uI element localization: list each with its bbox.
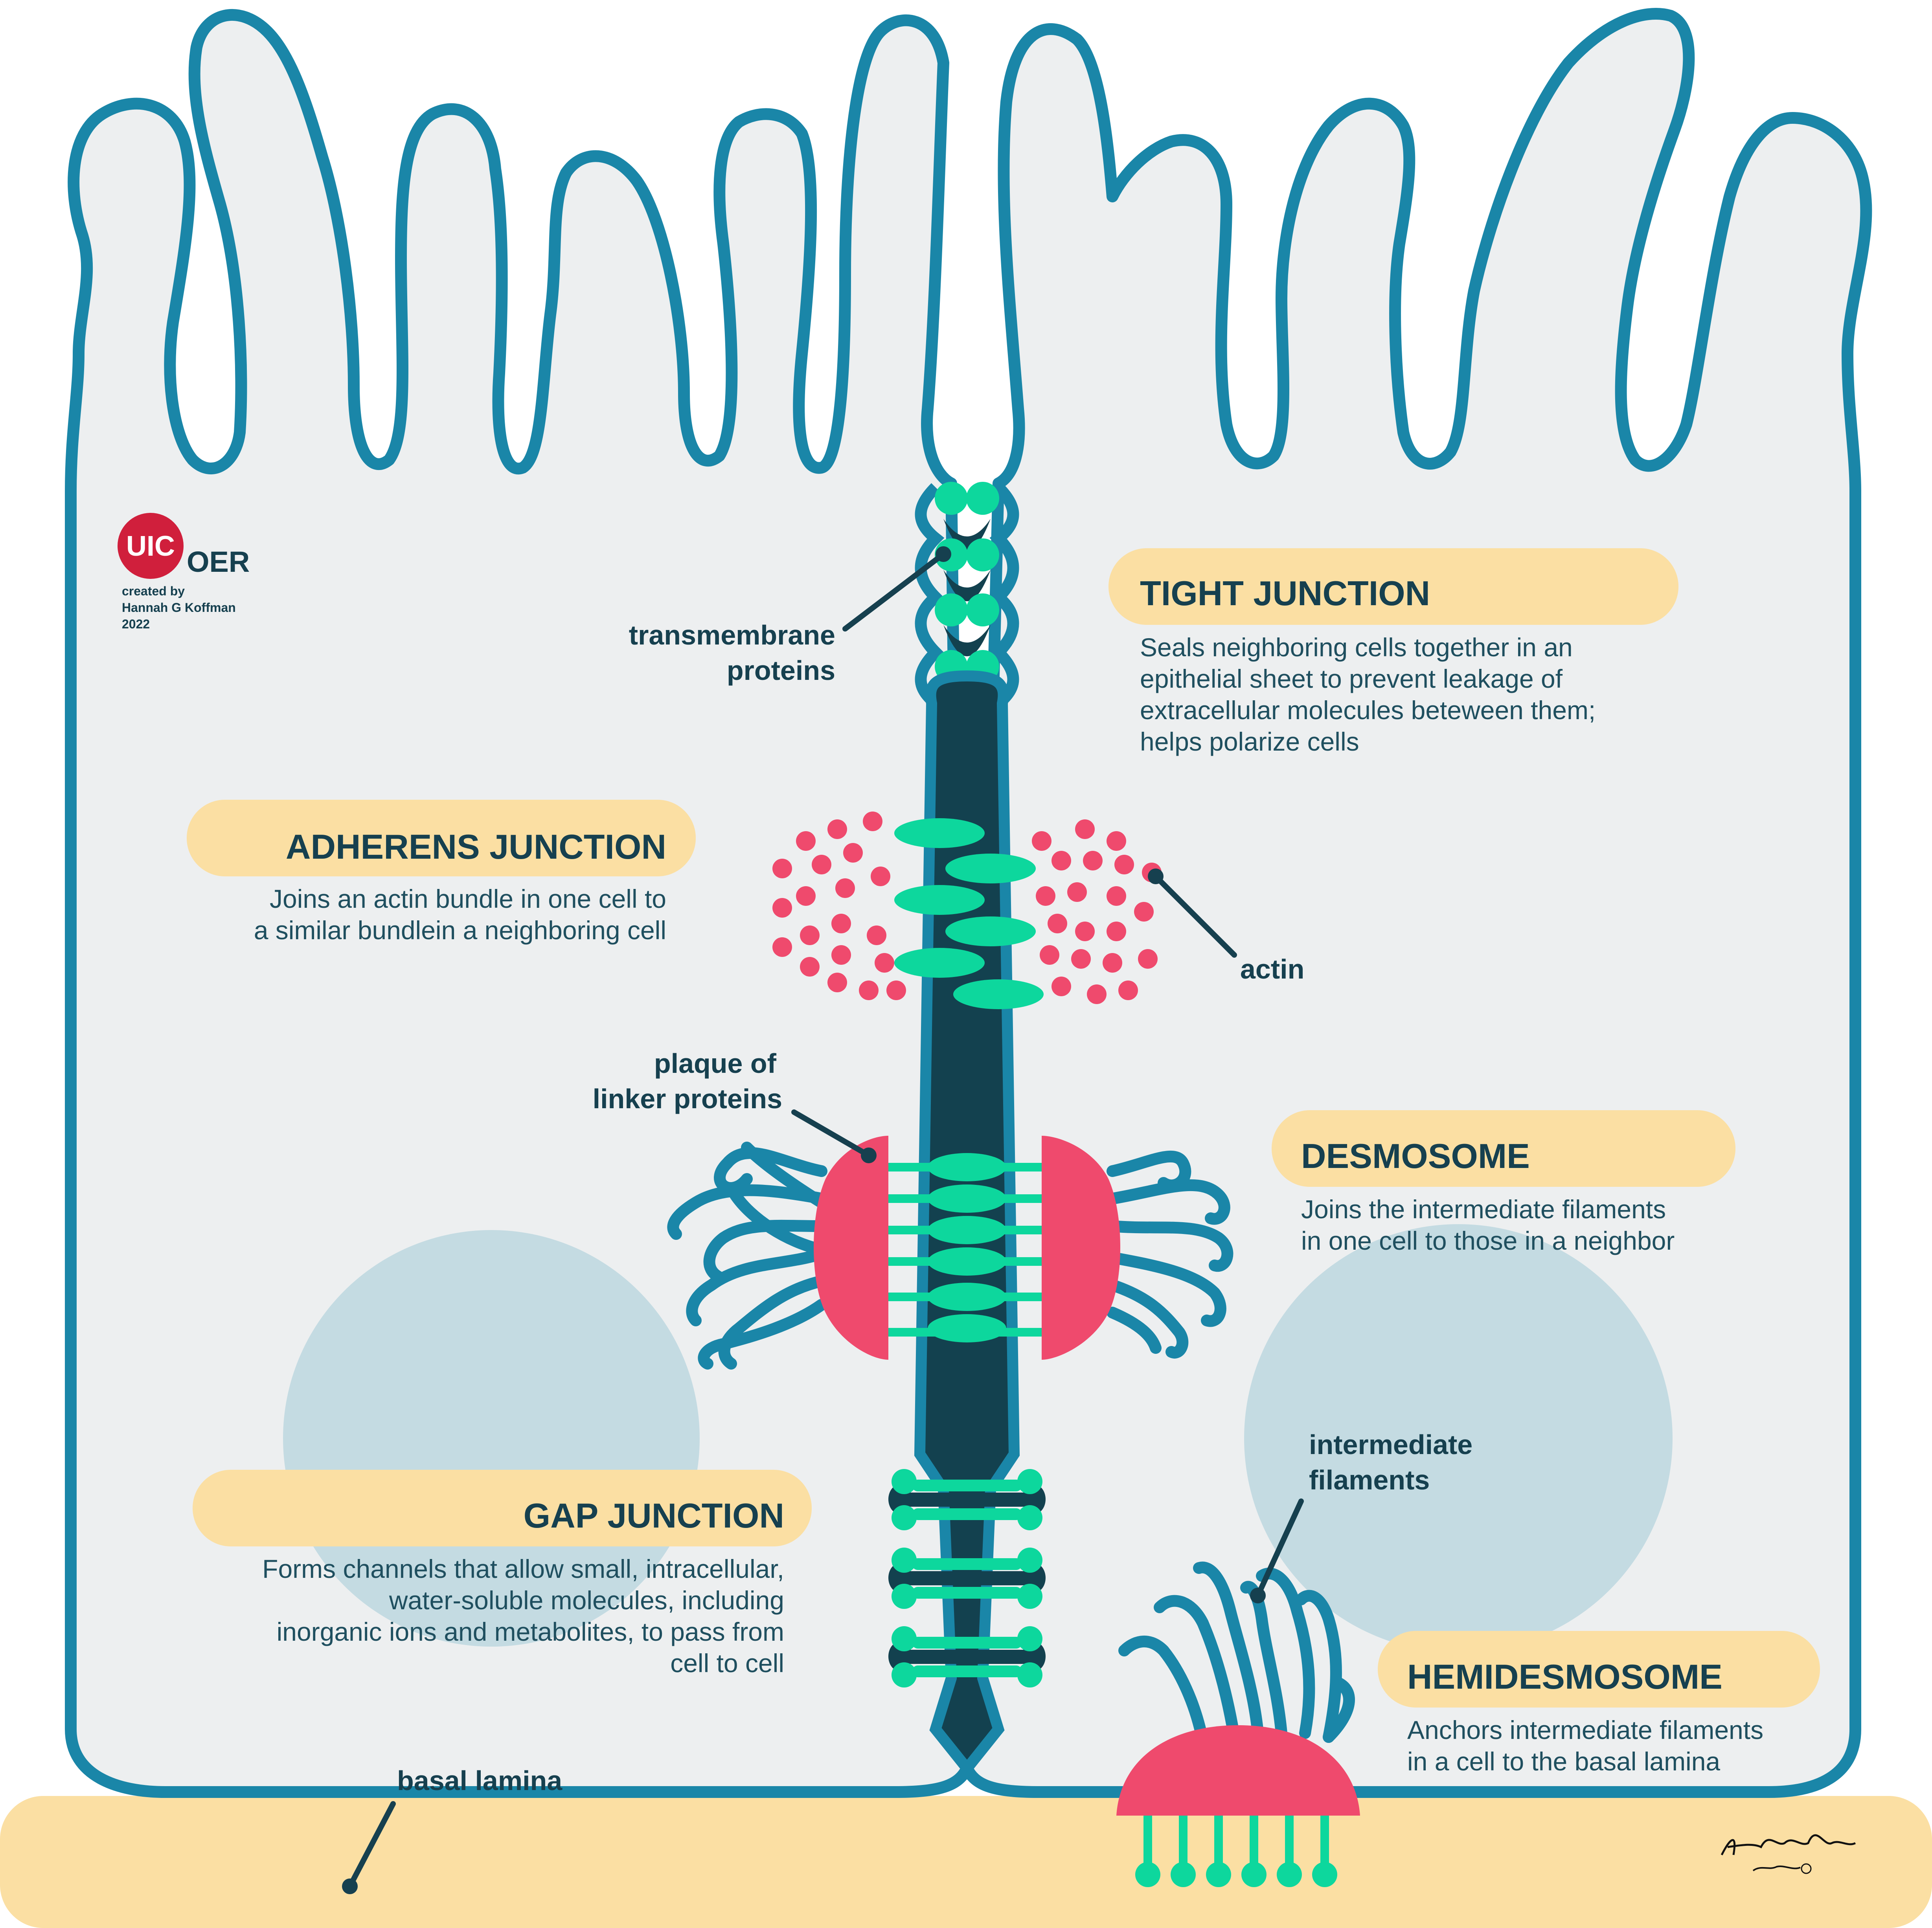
transmembrane-label-1: transmembrane (629, 620, 835, 650)
actin-label: actin (1240, 954, 1304, 984)
adherens-junction-desc-1: Joins an actin bundle in one cell to (270, 884, 666, 913)
left-nucleus (283, 1230, 700, 1647)
gap-junction-pill (193, 1470, 812, 1546)
uic-badge-text: UIC (126, 531, 175, 562)
artist-signature (1721, 1834, 1856, 1874)
uic-badge (118, 513, 184, 579)
desmosome-plaque-left (814, 1136, 888, 1360)
plaque-leader (791, 1109, 871, 1158)
credit-line-3: 2022 (122, 617, 150, 631)
credit-line-1: created by (122, 584, 185, 598)
tight-junction-desc-3: extracellular molecules beteween them; (1140, 696, 1596, 725)
hemidesmosome-plaque (1116, 1725, 1360, 1816)
transmembrane-label-2: proteins (727, 655, 835, 686)
hemidesmosome-desc-1: Anchors intermediate filaments (1407, 1715, 1763, 1744)
gap-junction-title: GAP JUNCTION (524, 1496, 784, 1535)
intermediate-leader (1255, 1498, 1304, 1598)
adherens-junction-desc-2: a similar bundlein a neighboring cell (254, 916, 666, 945)
intermediate-label-2: filaments (1309, 1465, 1430, 1495)
intermediate-label-1: intermediate (1309, 1429, 1472, 1460)
gap-junction-desc-3: inorganic ions and metabolites, to pass … (277, 1617, 784, 1646)
basal-lamina-band (0, 1796, 1932, 1928)
basal-lamina-label: basal lamina (397, 1765, 563, 1796)
basal-lamina-leader (347, 1801, 396, 1889)
transmembrane-leader (842, 551, 946, 632)
tight-junction-title: TIGHT JUNCTION (1140, 574, 1430, 613)
actin-filaments-right (1032, 819, 1162, 1004)
desmosome-pill (1272, 1110, 1735, 1187)
gap-junction-desc-2: water-soluble molecules, including (389, 1586, 784, 1615)
left-cell-membrane (65, 9, 973, 1798)
tight-junction-desc-1: Seals neighboring cells together in an (1140, 633, 1573, 662)
adherens-junction-title: ADHERENS JUNCTION (286, 827, 666, 866)
credit-line-2: Hannah G Koffman (122, 600, 236, 615)
desmosome-cadherin-links (884, 1153, 1050, 1342)
integrin-anchors (1135, 1808, 1337, 1887)
desmosome-desc-2: in one cell to those in a neighbor (1301, 1226, 1675, 1255)
desmosome-filaments-right (1107, 1150, 1233, 1359)
tight-junction-desc-2: epithelial sheet to prevent leakage of (1140, 664, 1563, 693)
hemidesmosome-desc-2: in a cell to the basal lamina (1407, 1747, 1720, 1776)
plaque-label-1: plaque of (654, 1048, 777, 1079)
uic-oer-logo: UIC OER created by Hannah G Koffman 2022 (118, 513, 250, 631)
adherens-junction-pill (187, 800, 696, 876)
plaque-label-2: linker proteins (593, 1083, 782, 1114)
gap-junction-channels (888, 1469, 1046, 1687)
desmosome-desc-1: Joins the intermediate filaments (1301, 1195, 1666, 1224)
tight-junction-pill (1108, 548, 1678, 625)
actin-leader (1153, 874, 1237, 958)
desmosome-plaque-right (1042, 1136, 1120, 1360)
actin-filaments-left (772, 812, 906, 1000)
gap-junction-desc-4: cell to cell (670, 1649, 784, 1678)
hemidesmosome-pill (1378, 1631, 1820, 1708)
oer-text: OER (187, 545, 250, 578)
cadherin-proteins (894, 818, 1044, 1009)
desmosome-title: DESMOSOME (1301, 1137, 1530, 1175)
desmosome-filaments-left (667, 1142, 827, 1370)
tight-junction-desc-4: helps polarize cells (1140, 727, 1359, 756)
gap-junction-desc-1: Forms channels that allow small, intrace… (262, 1554, 784, 1583)
hemidesmosome-title: HEMIDESMOSOME (1407, 1657, 1722, 1696)
hemidesmosome-filaments (1118, 1561, 1355, 1747)
right-nucleus (1244, 1224, 1673, 1653)
